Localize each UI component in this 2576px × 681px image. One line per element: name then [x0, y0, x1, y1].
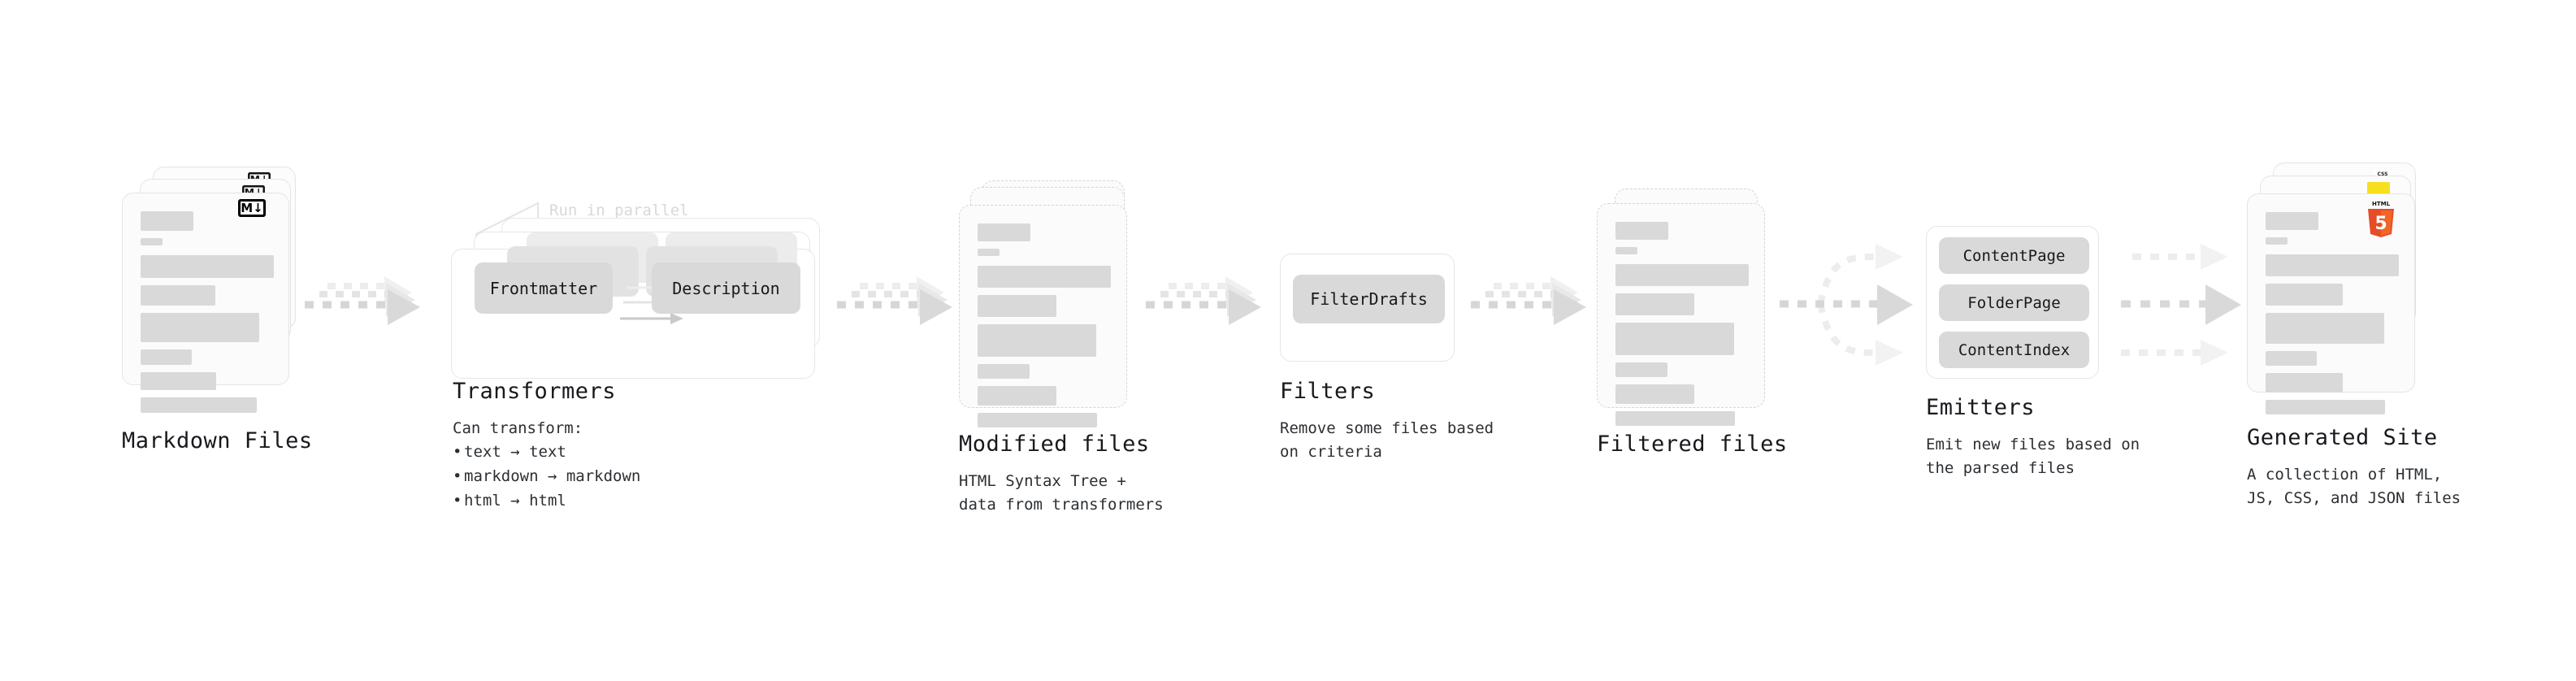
contentpage-pill[interactable]: ContentPage [1939, 237, 2089, 274]
arrow-modified-to-filters [1146, 276, 1261, 325]
html5-badge: HTML 5 [2368, 201, 2394, 237]
css-badge-label: CSS [2377, 171, 2388, 177]
arrow-filters-to-filtered [1471, 276, 1586, 325]
modified-files-stack [959, 180, 1146, 427]
markdown-card-lines [141, 211, 274, 420]
contentindex-pill[interactable]: ContentIndex [1939, 332, 2089, 368]
site-card-lines [2266, 212, 2399, 422]
folderpage-pill[interactable]: FolderPage [1939, 284, 2089, 321]
filterdrafts-pill[interactable]: FilterDrafts [1293, 275, 1445, 323]
arrow-transformers-to-modified [837, 276, 952, 325]
modified-files-title: Modified files [959, 432, 1150, 457]
svg-text:5: 5 [2374, 214, 2387, 234]
modified-card-lines [978, 223, 1111, 435]
arrow-emitters-to-site [2121, 244, 2241, 366]
transformers-title: Transformers [453, 379, 617, 404]
emitters-box: ContentPage FolderPage ContentIndex [1926, 226, 2099, 379]
filters-desc: Remove some files based on criteria [1280, 419, 1494, 461]
filterdrafts-pill-label: FilterDrafts [1310, 289, 1428, 309]
generated-site-stack: CSS HTML 5 [2247, 163, 2442, 414]
description-pill-label: Description [672, 278, 780, 298]
svg-text:HTML: HTML [2372, 201, 2391, 207]
filters-title: Filters [1280, 379, 1376, 404]
frontmatter-pill[interactable]: Frontmatter [475, 262, 613, 314]
markdown-files-title: Markdown Files [122, 428, 313, 453]
markdown-badge-front: M↓ [238, 199, 266, 217]
modified-files-desc: HTML Syntax Tree + data from transformer… [959, 472, 1164, 514]
emitters-title: Emitters [1926, 395, 2036, 420]
contentindex-pill-label: ContentIndex [1958, 340, 2071, 359]
frontmatter-pill-label: Frontmatter [489, 278, 598, 298]
markdown-card-front [122, 193, 289, 413]
filtered-files-title: Filtered files [1597, 432, 1788, 457]
transformers-group: Frontmatter Description [451, 218, 833, 397]
filters-box: FilterDrafts [1280, 254, 1455, 362]
js-badge [2367, 182, 2390, 195]
filtered-card-lines [1615, 222, 1749, 433]
generated-site-desc: A collection of HTML, JS, CSS, and JSON … [2247, 466, 2461, 507]
filtered-files-stack [1597, 189, 1784, 432]
run-in-parallel-label: Run in parallel [549, 202, 689, 219]
generated-site-title: Generated Site [2247, 425, 2438, 450]
modified-card-front [959, 205, 1127, 427]
emitters-desc: Emit new files based on the parsed files [1926, 436, 2140, 477]
arrow-filtered-to-emitters [1780, 244, 1913, 366]
description-pill[interactable]: Description [652, 262, 800, 314]
folderpage-pill-label: FolderPage [1967, 293, 2061, 312]
transformers-bullets: •text → text •markdown → markdown •html … [453, 440, 640, 513]
markdown-files-stack: M↓ M↓ M↓ [122, 167, 309, 413]
transformers-bullet-2: •html → html [453, 492, 566, 510]
filtered-card-front [1597, 203, 1765, 426]
arrow-md-to-transformers [305, 276, 420, 325]
contentpage-pill-label: ContentPage [1962, 246, 2066, 265]
transformers-bullet-0: •text → text [453, 443, 566, 461]
transformers-bullet-1: •markdown → markdown [453, 467, 641, 486]
transformers-desc: Can transform: [453, 419, 583, 437]
